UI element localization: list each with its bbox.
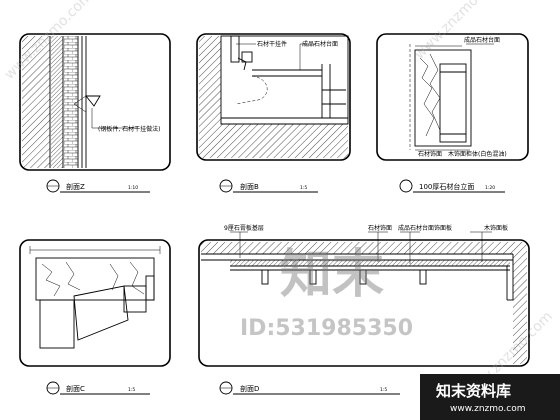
callout-text: (钢板件, 石材干挂做法) [98, 125, 161, 133]
title-block-d: 剖面D 1:5 [219, 381, 400, 395]
panel-scale: 1:20 [485, 185, 495, 191]
title-block-b: 剖面B 1:5 [219, 179, 318, 193]
brand-name: 知末资料库 [436, 382, 511, 400]
panel-frame [376, 33, 529, 161]
panel-section-c [19, 239, 171, 367]
cabinet-block [39, 299, 75, 349]
callout-text: 石材饰面 [418, 150, 442, 158]
title-block-elevation: 100厚石材台立面 1:20 [399, 179, 505, 193]
callout-text: 木饰面板 [484, 224, 508, 232]
panel-title: 100厚石材台立面 [419, 182, 474, 191]
panel-scale: 1:10 [128, 185, 138, 191]
panel-elevation [376, 33, 529, 161]
watermark-logo-text: 知末 [280, 245, 384, 305]
wall-hatch [22, 36, 50, 168]
callout-text: 成品石材台面 [302, 40, 338, 48]
panel-section-b [196, 33, 351, 161]
callout-text: 9厘石膏板基层 [224, 224, 264, 232]
callout-text: 成品石材台面饰面板 [398, 224, 452, 232]
panel-frame [19, 239, 171, 367]
panel-scale: 1:5 [300, 185, 307, 191]
stone-counter [414, 49, 472, 147]
callout-text: 石材干挂件 [257, 40, 287, 48]
panel-title: 剖面Z [66, 182, 85, 191]
steel-bracket [85, 95, 101, 107]
panel-title: 剖面D [240, 384, 259, 393]
watermark-id: ID:531985350 [240, 316, 413, 341]
stone-cladding [64, 36, 78, 168]
callout-text: 木饰面柜体(白色混油) [448, 150, 507, 158]
watermark-side-text: www.znzmo.com [412, 0, 506, 63]
panel-frame [198, 239, 530, 367]
panel-section-z [19, 33, 171, 171]
panel-title: 剖面B [240, 182, 259, 191]
callout-text: 成品石材台面 [464, 36, 500, 44]
callout-text: 石材饰面 [368, 224, 392, 232]
panel-section-d [198, 231, 530, 367]
panel-frame [196, 33, 351, 161]
brand-url: www.znzmo.com [450, 404, 525, 414]
title-block-c: 剖面C 1:5 [46, 381, 150, 395]
brand-logo: 知末资料库 www.znzmo.com [420, 374, 560, 420]
panel-frame [19, 33, 171, 171]
panel-title: 剖面C [66, 384, 85, 393]
panel-scale: 1:5 [128, 387, 135, 393]
title-block-z: 剖面Z 1:10 [46, 179, 150, 193]
panel-scale: 1:5 [380, 387, 387, 393]
